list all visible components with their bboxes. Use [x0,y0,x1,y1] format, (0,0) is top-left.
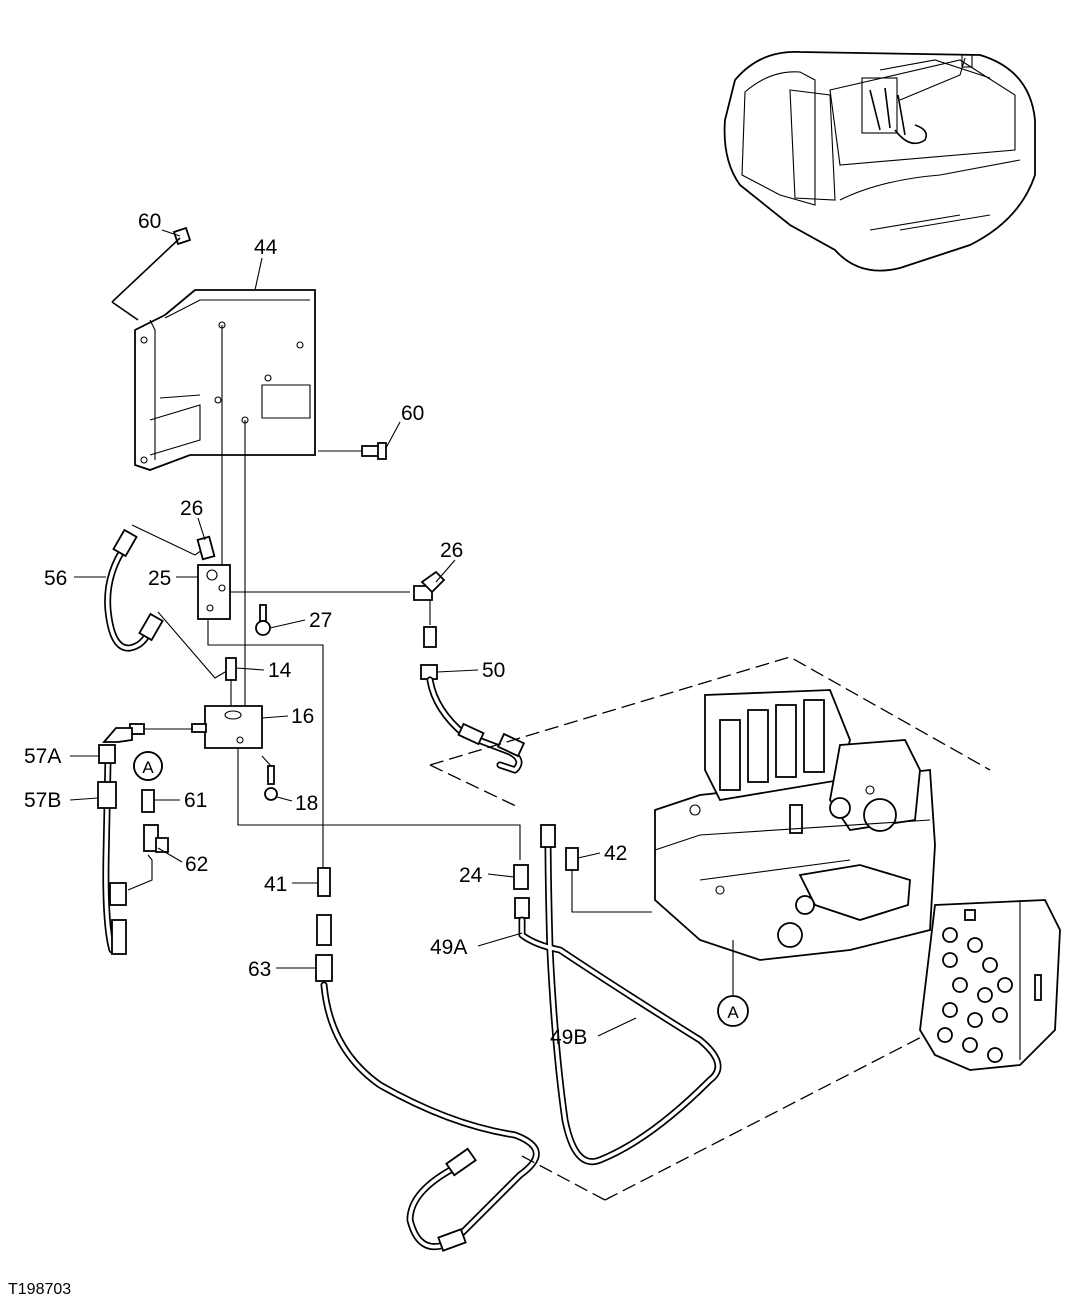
callout-61: 61 [184,789,207,812]
hose-49 [513,824,722,1165]
callout-50: 50 [482,659,505,682]
hose-57 [97,723,192,955]
callout-26-right: 26 [440,539,463,562]
callout-labels: 60 44 60 26 25 56 26 27 14 50 16 57A 57B… [24,210,627,1049]
callout-42: 42 [604,842,627,865]
callout-24: 24 [459,864,483,887]
bracket-44 [134,289,316,720]
callout-62: 62 [185,853,208,876]
ref-marker-a-left: A [133,751,163,781]
callout-56: 56 [44,567,67,590]
callout-60-top: 60 [138,210,161,233]
callout-57a: 57A [24,745,61,768]
callout-26-left: 26 [180,497,203,520]
callout-27: 27 [309,609,332,632]
callout-57b: 57B [24,789,61,812]
block-25 [196,535,410,870]
svg-text:A: A [727,1003,739,1022]
callout-41: 41 [264,873,287,896]
block-16 [191,657,521,860]
hose-50 [413,570,526,774]
callout-25: 25 [148,567,171,590]
excavator-locator-view [723,51,1036,272]
callout-14: 14 [268,659,292,682]
callout-63: 63 [248,958,271,981]
callout-49a: 49A [430,936,467,959]
callout-16: 16 [291,705,314,728]
callout-49b: 49B [550,1026,587,1049]
control-valve [429,656,991,1201]
callout-60-right: 60 [401,402,424,425]
callout-44: 44 [254,236,278,259]
bolt-60-top [111,226,192,321]
valve-block-right [919,899,1061,1071]
hose-63 [315,867,540,1252]
svg-text:A: A [142,758,154,777]
leader-lines [69,229,637,1037]
figure-code: T198703 [8,1281,71,1298]
bolt-60-right [318,442,387,460]
ref-marker-a-right: A [717,995,749,1027]
callout-18: 18 [295,792,318,815]
